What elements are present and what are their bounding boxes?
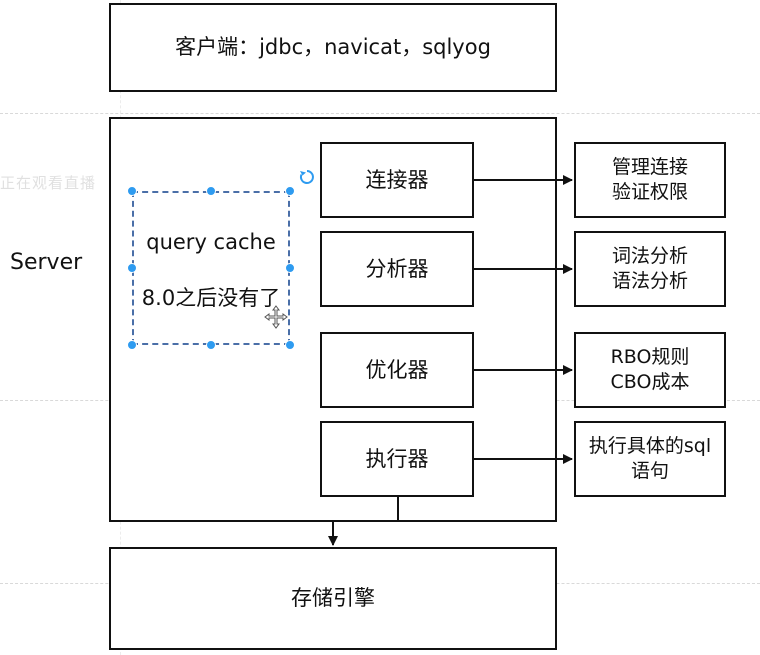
connector-box[interactable]: 连接器	[320, 142, 474, 218]
executor-label: 执行器	[365, 446, 429, 471]
query-cache-label: query cache	[146, 230, 276, 254]
guide-line	[0, 113, 760, 114]
connector-label: 连接器	[365, 167, 429, 192]
rotate-icon[interactable]	[298, 168, 316, 186]
query-cache-note: 8.0之后没有了	[141, 286, 281, 310]
connector-description: 管理连接 验证权限	[611, 156, 688, 203]
resize-handle[interactable]	[285, 263, 295, 273]
resize-handle[interactable]	[127, 263, 137, 273]
executor-box[interactable]: 执行器	[320, 421, 474, 497]
optimizer-box[interactable]: 优化器	[320, 332, 474, 408]
client-box-label: 客户端：jdbc，navicat，sqlyog	[175, 35, 491, 60]
server-label: Server	[10, 250, 83, 275]
connector-description-box[interactable]: 管理连接 验证权限	[574, 142, 726, 218]
optimizer-description: RBO规则 CBO成本	[610, 346, 690, 393]
resize-handle[interactable]	[127, 186, 137, 196]
optimizer-description-box[interactable]: RBO规则 CBO成本	[574, 332, 726, 408]
parser-description: 词法分析 语法分析	[611, 245, 688, 292]
resize-handle[interactable]	[285, 186, 295, 196]
arrow-executor-to-storage	[328, 497, 399, 546]
optimizer-label: 优化器	[365, 357, 429, 382]
parser-description-box[interactable]: 词法分析 语法分析	[574, 231, 726, 307]
resize-handle[interactable]	[206, 340, 216, 350]
executor-description: 执行具体的sql 语句	[588, 435, 712, 482]
executor-description-box[interactable]: 执行具体的sql 语句	[574, 421, 726, 497]
resize-handle[interactable]	[206, 186, 216, 196]
parser-label: 分析器	[365, 256, 429, 281]
parser-box[interactable]: 分析器	[320, 231, 474, 307]
client-box[interactable]: 客户端：jdbc，navicat，sqlyog	[109, 3, 557, 92]
storage-engine-label: 存储引擎	[291, 586, 375, 611]
resize-handle[interactable]	[285, 340, 295, 350]
storage-engine-box[interactable]: 存储引擎	[109, 547, 557, 650]
resize-handle[interactable]	[127, 340, 137, 350]
watermark-text: 正在观看直播	[0, 174, 97, 192]
move-cursor-icon	[264, 305, 288, 329]
